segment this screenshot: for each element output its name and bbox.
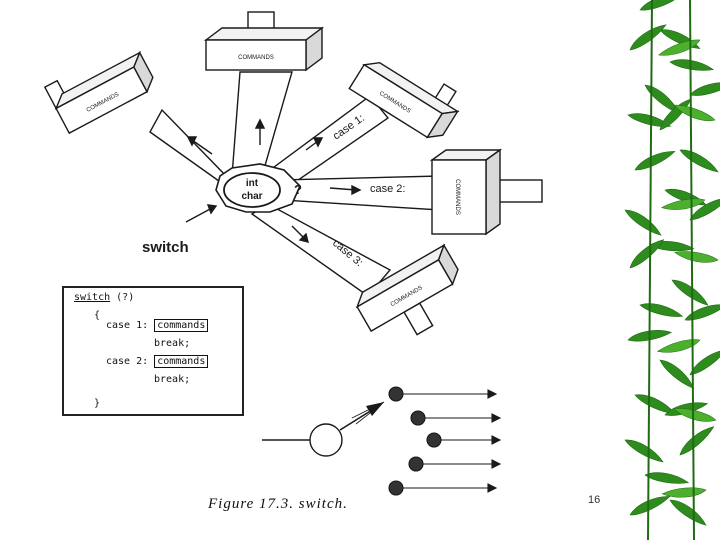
- dispatch-illustration: [262, 386, 502, 496]
- hub-value-ellipse: [223, 172, 281, 208]
- commands-label-right: COMMANDS: [454, 179, 460, 215]
- ray-lower-right: [250, 203, 392, 297]
- code-switch-keyword: switch: [74, 292, 111, 303]
- case2-label: case 2:: [370, 183, 405, 195]
- ray-right: [277, 175, 441, 211]
- hub-arrows: [185, 118, 362, 243]
- case-dot-5: [388, 480, 404, 496]
- hub-label-char: char: [241, 191, 262, 202]
- commands-box-upper-right: COMMANDS: [348, 61, 460, 139]
- case-dot-1: [388, 386, 404, 402]
- switch-code-box: switch (?) { case 1: commands break; cas…: [62, 286, 244, 416]
- case-dot-2: [410, 410, 426, 426]
- code-break2: break;: [154, 374, 191, 385]
- input-circle: [309, 423, 343, 457]
- case-dot-3: [426, 432, 442, 448]
- code-case1: case 1:: [106, 320, 149, 331]
- commands-box-left: COMMANDS: [43, 50, 154, 135]
- code-case2: case 2:: [106, 356, 149, 367]
- commands-label-top: COMMANDS: [238, 55, 274, 61]
- case-dot-4: [408, 456, 424, 472]
- code-line-switch: switch (?): [74, 292, 134, 303]
- slide-number: 16: [588, 494, 601, 506]
- bamboo-decoration: [622, 0, 720, 540]
- hub-label-int: int: [246, 178, 259, 189]
- commands-box-right: COMMANDS: [429, 148, 543, 236]
- code-open-brace: {: [94, 310, 101, 321]
- code-switch-expression: (?): [116, 292, 135, 303]
- code-close-brace: }: [94, 398, 101, 409]
- code-line-case1: case 1: commands: [106, 319, 209, 332]
- code-line-case2: case 2: commands: [106, 355, 209, 368]
- figure-caption: Figure 17.3. switch.: [208, 496, 348, 512]
- commands-box-top: COMMANDS: [203, 11, 325, 72]
- code-break1: break;: [154, 338, 191, 349]
- commands-box-lower-right: COMMANDS: [355, 243, 459, 336]
- switch-label: switch: [142, 239, 189, 256]
- code-commands1: commands: [154, 319, 209, 332]
- code-commands2: commands: [154, 355, 209, 368]
- hub-question-mark: ?: [294, 182, 302, 197]
